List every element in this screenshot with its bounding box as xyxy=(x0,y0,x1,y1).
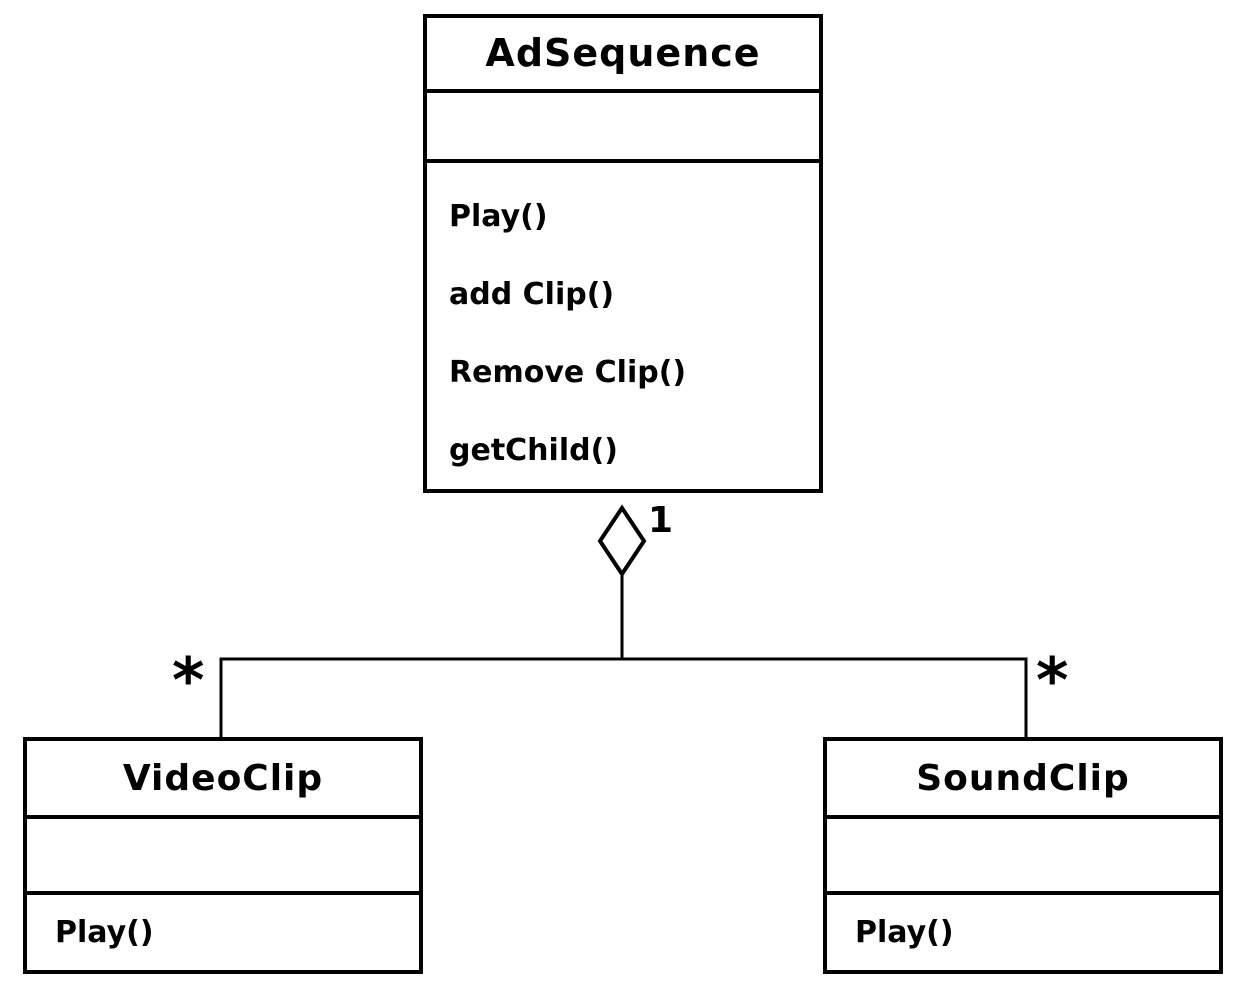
method-item: Play() xyxy=(855,915,954,950)
method-item: Play() xyxy=(449,198,548,234)
method-item: Remove Clip() xyxy=(449,354,687,390)
class-methods-compartment: Play() xyxy=(27,895,419,970)
class-attributes-compartment xyxy=(427,93,819,163)
class-attributes-compartment xyxy=(827,819,1219,895)
class-methods-compartment: Play() xyxy=(827,895,1219,970)
class-box-videoclip: VideoClip Play() xyxy=(23,737,423,974)
class-box-soundclip: SoundClip Play() xyxy=(823,737,1223,974)
class-title: AdSequence xyxy=(427,18,819,93)
class-methods-compartment: Play() add Clip() Remove Clip() getChild… xyxy=(427,163,819,489)
class-attributes-compartment xyxy=(27,819,419,895)
method-item: getChild() xyxy=(449,432,618,468)
multiplicity-label-soundclip: * xyxy=(1036,644,1069,717)
class-title: SoundClip xyxy=(827,741,1219,819)
class-box-adsequence: AdSequence Play() add Clip() Remove Clip… xyxy=(423,14,823,493)
method-item: add Clip() xyxy=(449,276,615,312)
multiplicity-label-videoclip: * xyxy=(172,644,205,717)
aggregation-diamond-icon xyxy=(597,504,647,578)
multiplicity-label-parent: 1 xyxy=(648,500,674,541)
method-item: Play() xyxy=(55,915,154,950)
class-title: VideoClip xyxy=(27,741,419,819)
